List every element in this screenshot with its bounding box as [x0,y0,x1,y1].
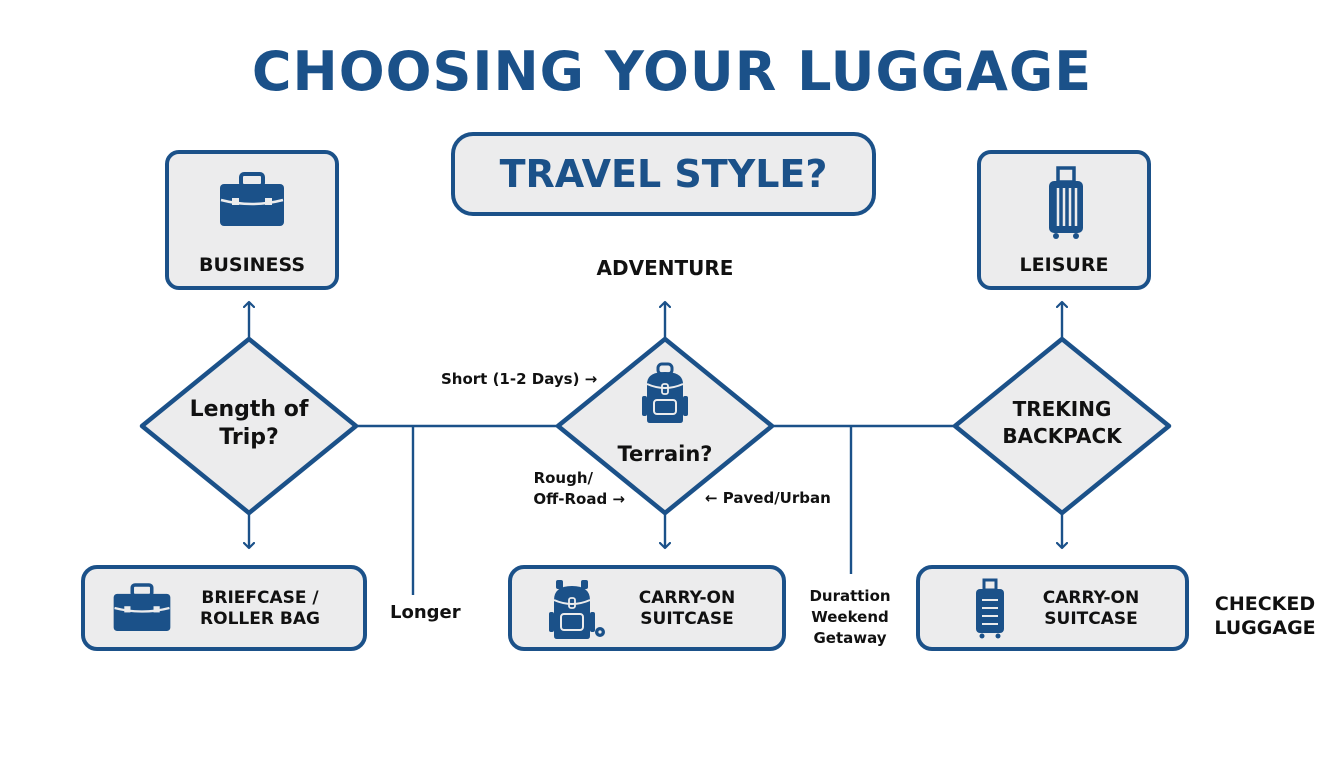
category-leisure-box: LEISURE [977,150,1151,290]
edge-label-duration-line1: Durattion [809,587,891,605]
edge-label-short: Short (1-2 Days) → [441,370,598,388]
suitcase-icon [976,578,1004,639]
decision-trekking-line2: BACKPACK [1002,424,1122,448]
result-carryon-backpack-line1: CARRY-ON [638,588,736,608]
result-briefcase-roller-bag: BRIEFCASE / ROLLER BAG [81,565,367,651]
diamond-trekking-backpack [952,336,1172,516]
result-checked-line1: CHECKED [1214,593,1316,615]
decision-terrain-label: Terrain? [617,442,713,466]
result-checked-line2: LUGGAGE [1214,617,1316,639]
result-briefcase-line2: ROLLER BAG [200,609,320,629]
decision-trekking-line1: TREKING [1012,397,1112,421]
result-carry-on-suitcase: CARRY-ON SUITCASE [916,565,1189,651]
category-leisure-label: LEISURE [1019,254,1109,276]
result-briefcase-text: BRIEFCASE / ROLLER BAG [185,588,335,630]
backpack-icon [549,580,605,639]
decision-length-line2: Trip? [219,425,279,450]
suitcase-icon [1049,166,1083,239]
decision-trekking-backpack: TREKING BACKPACK [982,396,1142,450]
result-carryon-suitcase-line1: CARRY-ON [1042,588,1140,608]
briefcase-icon [113,583,171,632]
root-question-box: TRAVEL STYLE? [451,132,876,216]
briefcase-icon [220,172,284,226]
edge-label-rough: Rough/ Off-Road → [500,468,625,510]
decision-length-of-trip: Length of Trip? [170,396,328,452]
edge-label-duration-line2: Weekend [811,608,889,626]
edge-label-rough-line2: Off-Road → [533,490,625,508]
page-title: CHOOSING YOUR LUGGAGE [251,40,1093,103]
result-carry-on-backpack: CARRY-ON SUITCASE [508,565,786,651]
result-carryon-backpack-text: CARRY-ON SUITCASE [622,588,752,630]
result-briefcase-line1: BRIEFCASE / [201,588,319,608]
category-business-box: BUSINESS [165,150,339,290]
edge-label-paved: ← Paved/Urban [705,489,831,507]
diamond-length-of-trip [139,336,359,516]
result-carryon-suitcase-text: CARRY-ON SUITCASE [1026,588,1156,630]
edge-label-longer: Longer [390,602,461,623]
result-checked-luggage: CHECKED LUGGAGE [1205,592,1325,640]
edge-label-duration-line3: Getaway [813,629,887,647]
category-adventure-label: ADVENTURE [596,256,734,280]
edge-label-rough-line1: Rough/ [533,469,593,487]
result-carryon-suitcase-line2: SUITCASE [1044,609,1138,629]
decision-length-line1: Length of [189,397,309,422]
edge-label-duration: Durattion Weekend Getaway [800,586,900,649]
backpack-icon [642,362,688,423]
category-business-label: BUSINESS [198,254,306,276]
result-carryon-backpack-line2: SUITCASE [640,609,734,629]
diamond-terrain [555,336,775,516]
